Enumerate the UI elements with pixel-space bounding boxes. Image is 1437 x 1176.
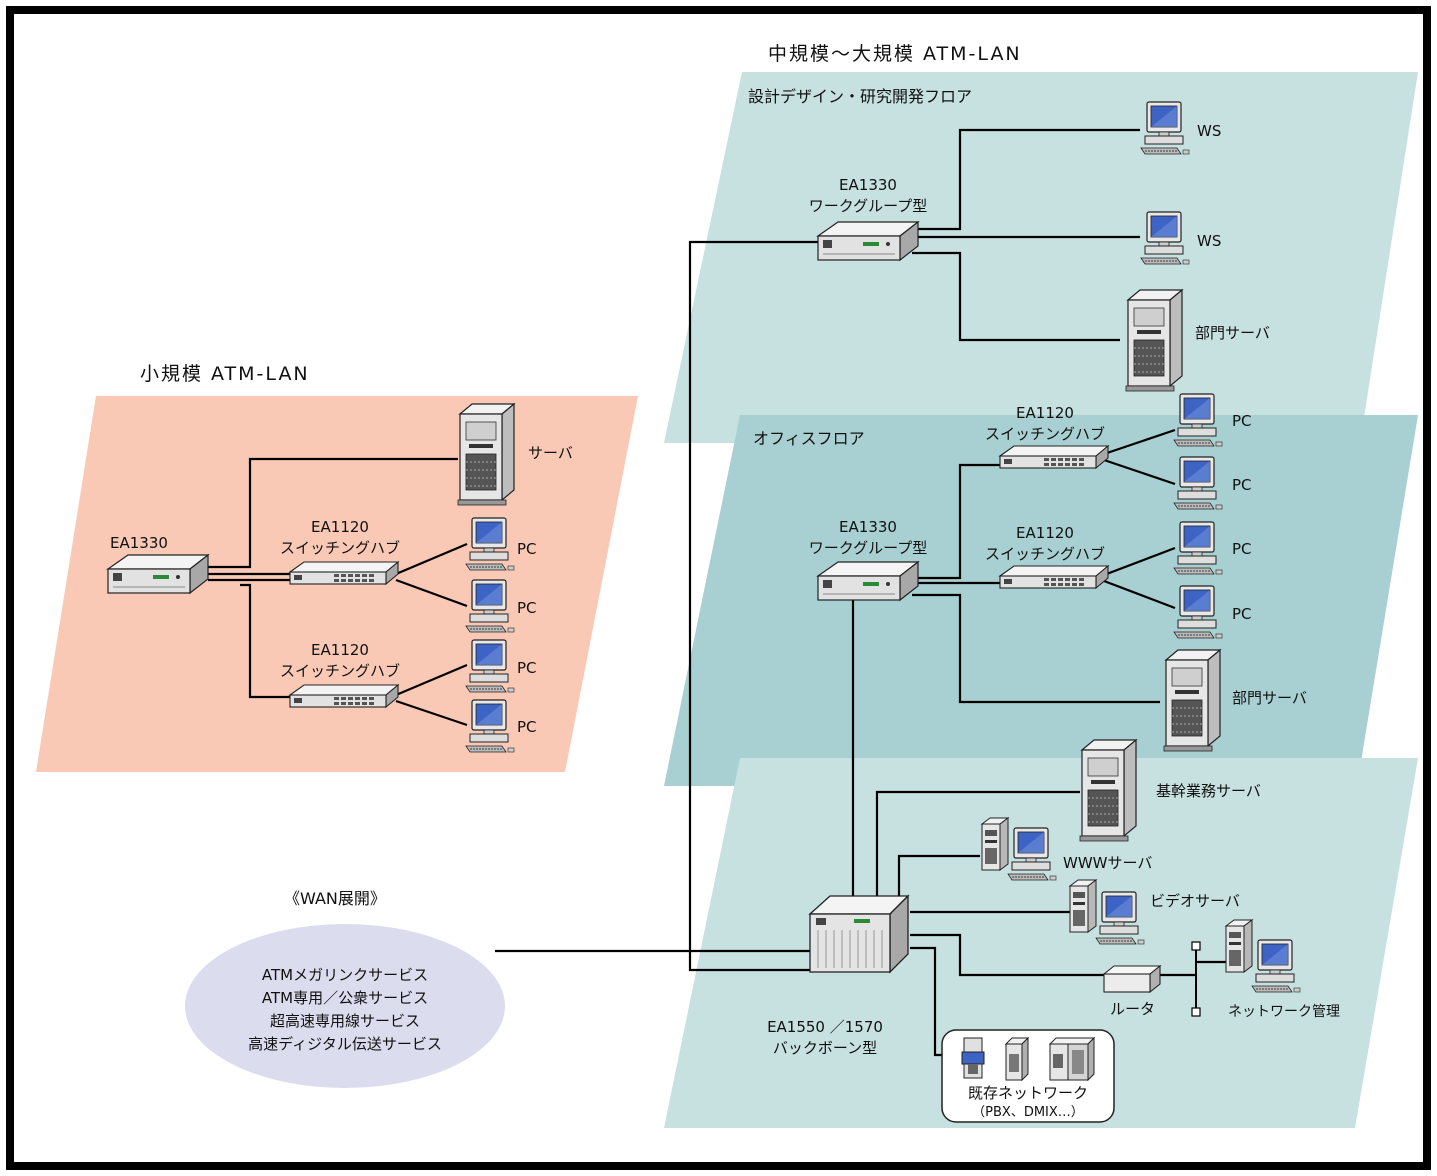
office-ea1120-hub2-icon[interactable] [999, 565, 1109, 589]
wan-service-3: 超高速専用線サービス [270, 1012, 420, 1030]
design-floor-label: 設計デザイン・研究開発フロア [748, 87, 972, 106]
office-server-label: 部門サーバ [1232, 689, 1307, 707]
core-server-label: 基幹業務サーバ [1156, 782, 1261, 800]
video-server-label: ビデオサーバ [1150, 892, 1240, 910]
small-ea1330-switch-icon[interactable] [107, 554, 209, 594]
www-server-tower-icon[interactable] [981, 817, 1009, 871]
small-switch-model-label: EA1330 [110, 534, 168, 552]
wan-ellipse [185, 924, 505, 1088]
small-hub2-model-label: EA1120 [311, 641, 369, 659]
ea1550-backbone-icon[interactable] [809, 895, 909, 973]
office-switch-type-label: ワークグループ型 [809, 539, 928, 557]
small-pc1-label: PC [517, 540, 537, 558]
small-hub2-type-label: スイッチングハブ [280, 662, 400, 680]
net-mgmt-label: ネットワーク管理 [1228, 1004, 1340, 1020]
router-label: ルータ [1110, 1000, 1155, 1018]
office-hub1-model-label: EA1120 [1016, 404, 1074, 422]
design-ws2-label: WS [1197, 232, 1221, 250]
small-server-label: サーバ [528, 444, 573, 462]
small-hub1-model-label: EA1120 [311, 518, 369, 536]
wan-service-2: ATM専用／公衆サービス [262, 989, 428, 1007]
office-pc3-label: PC [1232, 540, 1252, 558]
office-switch-model-label: EA1330 [839, 518, 897, 536]
design-switch-type-label: ワークグループ型 [809, 197, 928, 215]
small-pc4-label: PC [517, 718, 537, 736]
design-server-label: 部門サーバ [1195, 324, 1270, 342]
pbx-icon [961, 1037, 985, 1079]
core-business-server-icon[interactable] [1079, 739, 1137, 842]
office-ea1330-switch-icon[interactable] [817, 561, 919, 601]
design-floor-area [664, 72, 1418, 443]
backbone-type-label: バックボーン型 [773, 1039, 877, 1057]
www-server-label: WWWサーバ [1063, 854, 1152, 872]
design-dept-server-icon[interactable] [1125, 289, 1183, 392]
video-server-tower-icon[interactable] [1069, 879, 1097, 933]
outer-frame [6, 6, 1431, 1170]
office-hub2-type-label: スイッチングハブ [985, 545, 1105, 563]
design-switch-model-label: EA1330 [839, 176, 897, 194]
office-floor-area [664, 415, 1418, 786]
office-ea1120-hub1-icon[interactable] [999, 445, 1109, 469]
office-pc1-label: PC [1232, 412, 1252, 430]
router-icon[interactable] [1103, 965, 1161, 993]
existing-network-sub-label: （PBX、DMIX…） [972, 1105, 1084, 1120]
office-dept-server-icon[interactable] [1163, 649, 1221, 752]
wan-service-1: ATMメガリンクサービス [262, 966, 428, 984]
mainframe-icon [1048, 1036, 1096, 1082]
small-server-icon[interactable] [457, 403, 515, 506]
existing-network-label: 既存ネットワーク [968, 1084, 1088, 1102]
office-floor-label: オフィスフロア [753, 429, 865, 448]
design-ea1330-switch-icon[interactable] [817, 221, 919, 261]
large-atm-lan-title: 中規模～大規模 ATM-LAN [768, 43, 1022, 65]
small-atm-lan-title: 小規模 ATM-LAN [140, 363, 310, 385]
small-ea1120-hub2-icon[interactable] [289, 684, 399, 708]
small-hub1-type-label: スイッチングハブ [280, 539, 400, 557]
backbone-model-label: EA1550 ／1570 [767, 1018, 883, 1036]
wan-service-4: 高速ディジタル伝送サービス [248, 1035, 442, 1053]
office-pc2-label: PC [1232, 476, 1252, 494]
net-mgmt-tower-icon[interactable] [1225, 919, 1253, 973]
dmix-icon [1004, 1036, 1030, 1082]
network-links [208, 128, 1230, 1057]
small-pc3-label: PC [517, 659, 537, 677]
existing-network-box [941, 1029, 1115, 1123]
office-hub2-model-label: EA1120 [1016, 524, 1074, 542]
small-pc2-label: PC [517, 599, 537, 617]
wan-title: 《WAN展開》 [284, 889, 386, 908]
small-ea1120-hub1-icon[interactable] [289, 561, 399, 585]
office-hub1-type-label: スイッチングハブ [985, 425, 1105, 443]
design-ws1-label: WS [1197, 122, 1221, 140]
office-pc4-label: PC [1232, 605, 1252, 623]
